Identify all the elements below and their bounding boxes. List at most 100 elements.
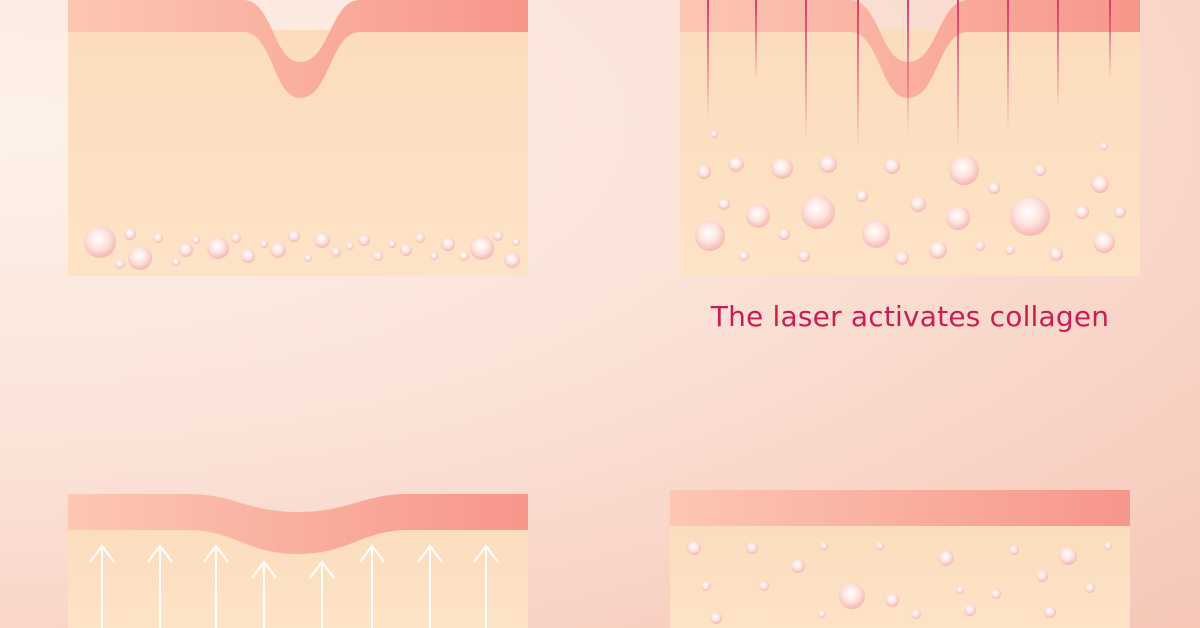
collagen-bubble <box>759 581 769 591</box>
epidermis-layer <box>680 0 1140 98</box>
collagen-bubble <box>1036 570 1048 582</box>
collagen-bubble <box>728 156 744 172</box>
collagen-bubble <box>1034 164 1046 176</box>
collagen-bubble <box>430 252 438 260</box>
up-arrow-icon <box>203 544 229 628</box>
collagen-bubble <box>1075 205 1089 219</box>
collagen-bubble <box>895 251 909 265</box>
collagen-bubble <box>938 550 954 566</box>
collagen-bubble <box>373 251 383 261</box>
collagen-bubble <box>459 251 469 261</box>
collagen-bubble <box>1114 206 1126 218</box>
up-arrow-icon <box>309 560 335 628</box>
collagen-bubble <box>975 241 985 251</box>
collagen-bubble <box>231 233 241 243</box>
collagen-bubble <box>1085 583 1095 593</box>
collagen-bubble <box>911 609 921 619</box>
collagen-bubble <box>798 250 810 262</box>
collagen-bubble <box>819 155 837 173</box>
collagen-bubble <box>512 238 520 246</box>
laser-beam <box>805 0 807 140</box>
collagen-bubble <box>270 242 286 258</box>
collagen-bubble <box>1091 175 1109 193</box>
collagen-bubble <box>801 195 835 229</box>
collagen-bubbles <box>687 541 1112 624</box>
collagen-bubble <box>949 155 979 185</box>
up-arrow-icon <box>473 544 499 628</box>
laser-beam <box>1057 0 1059 110</box>
laser-beam <box>957 0 959 150</box>
collagen-bubble <box>884 158 900 174</box>
dermis-layer <box>670 520 1130 628</box>
collagen-bubble <box>115 259 125 269</box>
collagen-bubble <box>1005 245 1015 255</box>
collagen-bubble <box>1059 547 1077 565</box>
collagen-bubble <box>856 190 868 202</box>
collagen-bubble <box>746 204 770 228</box>
collagen-bubble <box>1093 231 1115 253</box>
collagen-bubble <box>207 237 229 259</box>
collagen-bubble <box>839 583 865 609</box>
skin-panel-smooth <box>670 490 1130 628</box>
epidermis-layer <box>68 0 528 98</box>
collagen-bubble <box>991 589 1001 599</box>
laser-beams <box>707 0 1111 150</box>
collagen-bubble <box>1100 142 1108 150</box>
collagen-bubble <box>964 604 976 616</box>
collagen-bubble <box>260 240 268 248</box>
collagen-bubble <box>701 581 711 591</box>
collagen-bubble <box>493 231 503 241</box>
laser-beam <box>907 0 909 135</box>
collagen-bubble <box>388 240 396 248</box>
epidermis-layer <box>68 494 528 554</box>
collagen-bubble <box>885 593 899 607</box>
laser-beam <box>755 0 757 80</box>
up-arrow-icon <box>251 560 277 628</box>
skin-panel-laser <box>680 0 1140 276</box>
collagen-bubble <box>288 230 300 242</box>
collagen-bubble <box>128 246 152 270</box>
collagen-bubble <box>172 258 180 266</box>
collagen-bubble <box>1009 545 1019 555</box>
collagen-bubble <box>1044 606 1056 618</box>
collagen-bubble <box>346 242 354 250</box>
collagen-bubble <box>415 233 425 243</box>
up-arrow-icon <box>147 544 173 628</box>
collagen-bubble <box>153 233 163 243</box>
collagen-bubble <box>739 251 749 261</box>
laser-beam <box>857 0 859 150</box>
lift-arrows <box>89 544 499 628</box>
collagen-bubble <box>946 206 970 230</box>
collagen-bubble <box>988 182 1000 194</box>
collagen-bubble <box>304 254 312 262</box>
collagen-bubble <box>470 236 494 260</box>
skin-panel-wrinkle <box>68 0 528 276</box>
up-arrow-icon <box>417 544 443 628</box>
laser-beam <box>1007 0 1009 130</box>
collagen-bubbles <box>695 130 1126 265</box>
collagen-bubble <box>791 559 805 573</box>
collagen-bubble <box>718 198 730 210</box>
up-arrow-icon <box>359 544 385 628</box>
collagen-bubble <box>1010 196 1050 236</box>
collagen-bubble <box>441 237 455 251</box>
collagen-bubble <box>192 236 200 244</box>
collagen-bubble <box>1104 542 1112 550</box>
collagen-bubble <box>1049 247 1063 261</box>
laser-caption: The laser activates collagen <box>710 300 1110 333</box>
collagen-bubble <box>695 221 725 251</box>
collagen-bubble <box>818 610 826 618</box>
up-arrow-icon <box>89 544 115 628</box>
collagen-bubbles <box>84 226 520 270</box>
collagen-bubble <box>876 542 884 550</box>
laser-beam <box>707 0 709 120</box>
collagen-bubble <box>241 249 255 263</box>
collagen-bubble <box>929 241 947 259</box>
collagen-bubble <box>358 234 370 246</box>
collagen-bubble <box>910 196 926 212</box>
collagen-bubble <box>84 226 116 258</box>
collagen-bubble <box>314 232 330 248</box>
collagen-bubble <box>710 130 718 138</box>
collagen-bubble <box>400 244 412 256</box>
laser-beam <box>1109 0 1111 80</box>
